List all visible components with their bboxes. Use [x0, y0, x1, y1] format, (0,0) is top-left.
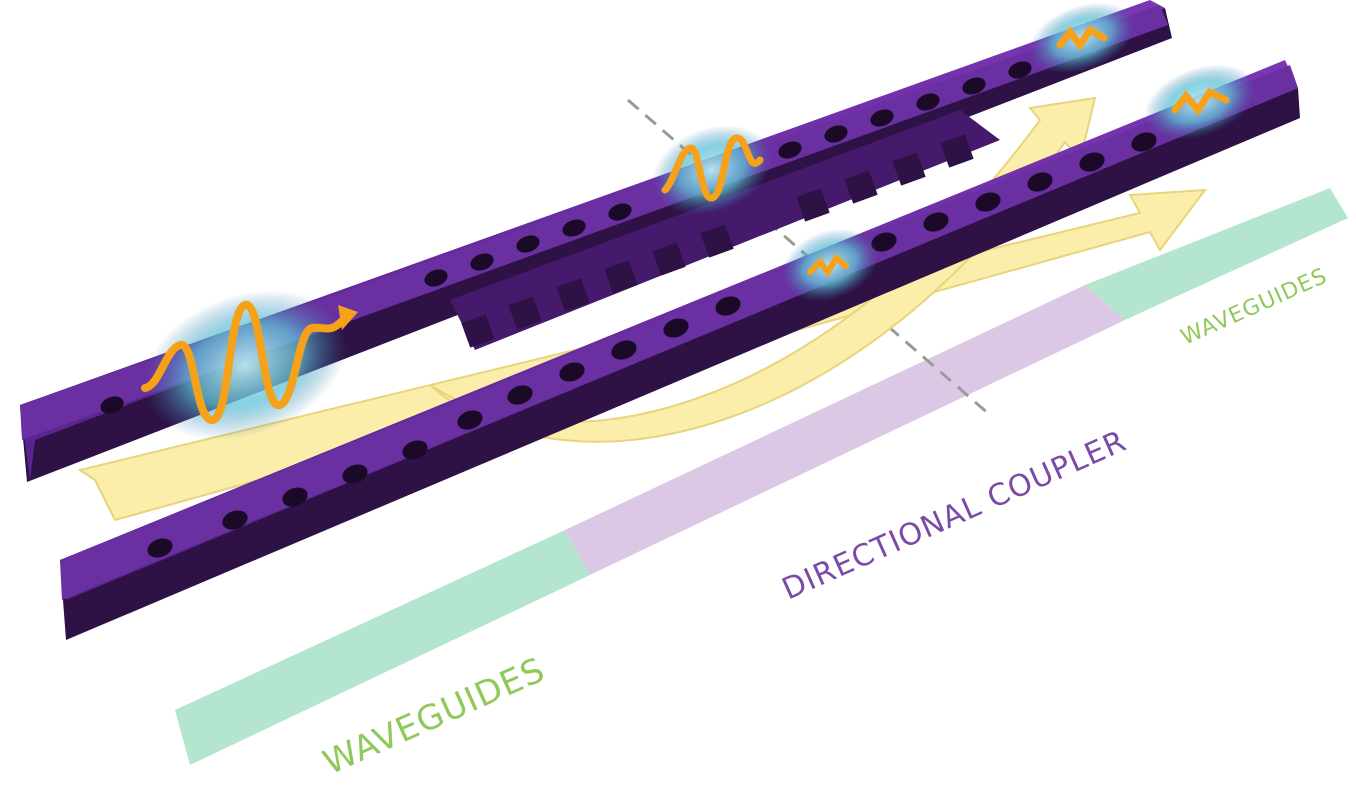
- split-wave-packet-icon: [807, 253, 849, 278]
- waveguide-lower: [60, 60, 1300, 640]
- region-bands: [175, 188, 1348, 765]
- band-directional-coupler: [565, 285, 1125, 575]
- input-wave-packet: [141, 290, 358, 440]
- wave-packet-icon: [661, 134, 764, 202]
- flow-arrow-crossing: [429, 96, 1097, 443]
- coupler-ladder: [450, 110, 1000, 350]
- band-waveguides-left: [175, 530, 590, 765]
- upper-holes: [100, 61, 1032, 414]
- split-wave-packet-icon: [1056, 25, 1108, 52]
- center-wave-packet-upper: [651, 125, 773, 215]
- wave-packet-icon: [141, 301, 349, 425]
- lower-holes: [147, 132, 1157, 558]
- band-waveguides-right: [1085, 188, 1348, 320]
- output-wave-packet-lower: [1144, 64, 1256, 140]
- center-wave-packet-lower: [781, 228, 879, 302]
- output-wave-packet-upper: [1029, 2, 1135, 74]
- split-wave-packet-icon: [1171, 87, 1230, 116]
